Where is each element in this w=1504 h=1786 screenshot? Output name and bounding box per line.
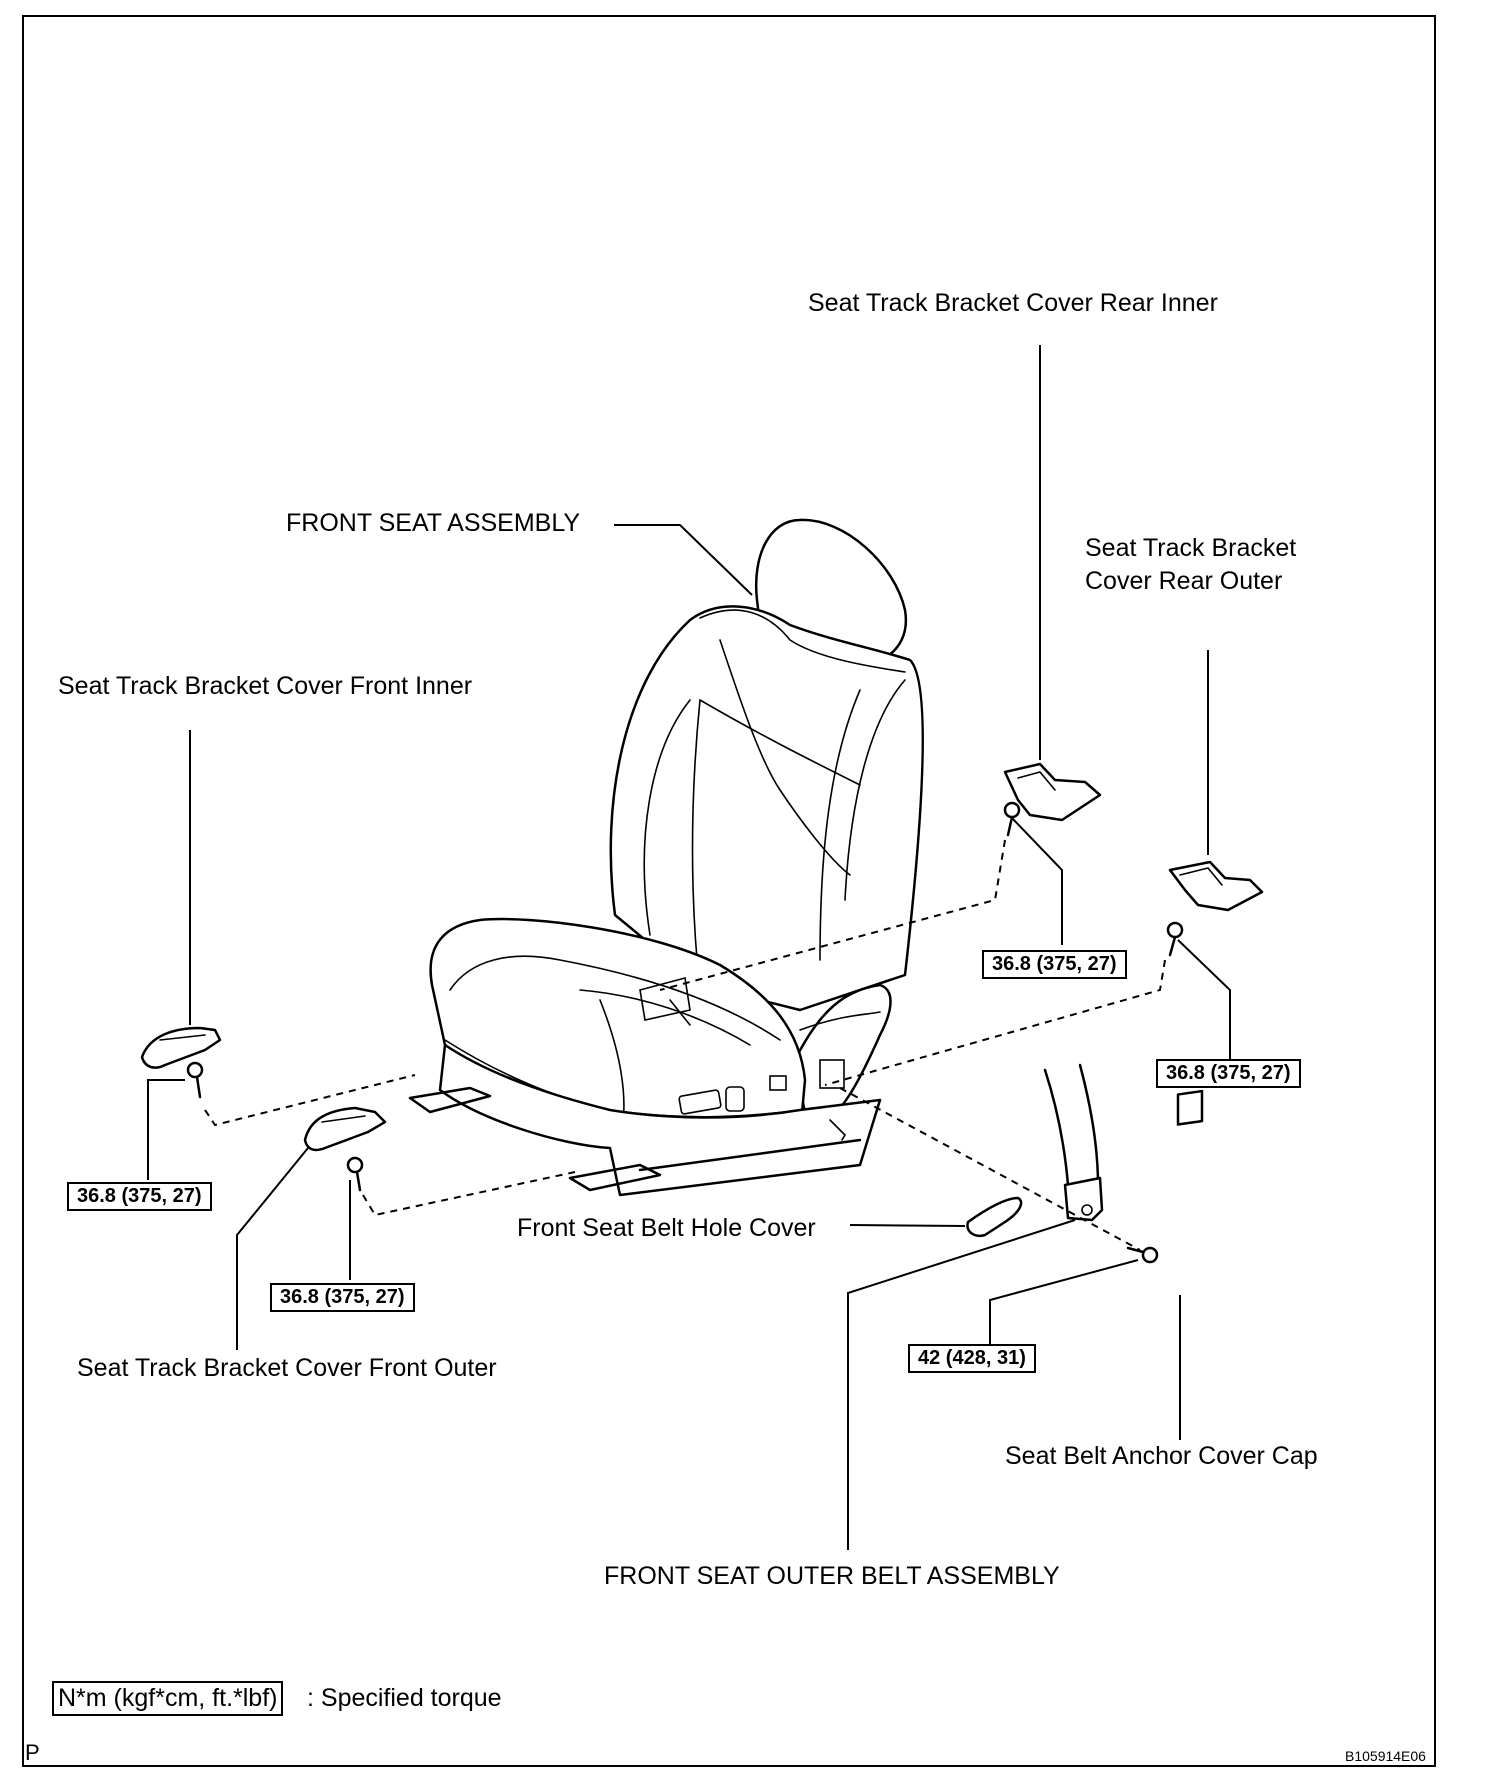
bracket-cover-rear-outer	[1168, 860, 1264, 912]
seat-belt-drawing	[1043, 1063, 1104, 1222]
front-seat-drawing	[408, 518, 924, 1197]
torque-belt-anchor-bolt: 42 (428, 31)	[908, 1344, 1036, 1373]
cover-cap-icon	[1176, 1089, 1204, 1126]
label-cover-rear-inner: Seat Track Bracket Cover Rear Inner	[808, 289, 1218, 317]
diagram-frame	[22, 15, 1436, 1767]
label-anchor-cover-cap: Seat Belt Anchor Cover Cap	[1005, 1442, 1318, 1470]
bracket-cover-front-outer	[303, 1106, 387, 1152]
label-cover-rear-outer-line2: Cover Rear Outer	[1085, 567, 1283, 595]
torque-legend-description: : Specified torque	[307, 1684, 502, 1712]
label-front-seat-assembly: FRONT SEAT ASSEMBLY	[286, 509, 581, 537]
bolt-icon	[1166, 921, 1184, 957]
label-cover-front-outer: Seat Track Bracket Cover Front Outer	[77, 1354, 497, 1382]
bolt-icon	[186, 1061, 204, 1099]
bracket-cover-front-inner	[140, 1026, 222, 1069]
label-belt-hole-cover: Front Seat Belt Hole Cover	[517, 1214, 816, 1242]
belt-hole-cover-drawing	[966, 1196, 1023, 1237]
bracket-cover-rear-inner	[1003, 762, 1102, 822]
torque-front-inner-bolt: 36.8 (375, 27)	[67, 1182, 212, 1211]
figure-code: B105914E06	[1345, 1748, 1426, 1764]
label-cover-rear-outer-line1: Seat Track Bracket	[1085, 534, 1297, 562]
page-letter: P	[25, 1740, 40, 1765]
torque-legend-units: N*m (kgf*cm, ft.*lbf)	[52, 1681, 284, 1716]
label-outer-belt-assembly: FRONT SEAT OUTER BELT ASSEMBLY	[604, 1562, 1060, 1590]
bolt-icon	[346, 1156, 364, 1192]
bolt-icon	[1003, 801, 1021, 837]
label-cover-front-inner: Seat Track Bracket Cover Front Inner	[58, 672, 473, 700]
torque-rear-outer-bolt: 36.8 (375, 27)	[1156, 1059, 1301, 1088]
torque-front-outer-bolt: 36.8 (375, 27)	[270, 1283, 415, 1312]
torque-rear-inner-bolt: 36.8 (375, 27)	[982, 950, 1127, 979]
bolt-icon	[1126, 1246, 1159, 1264]
